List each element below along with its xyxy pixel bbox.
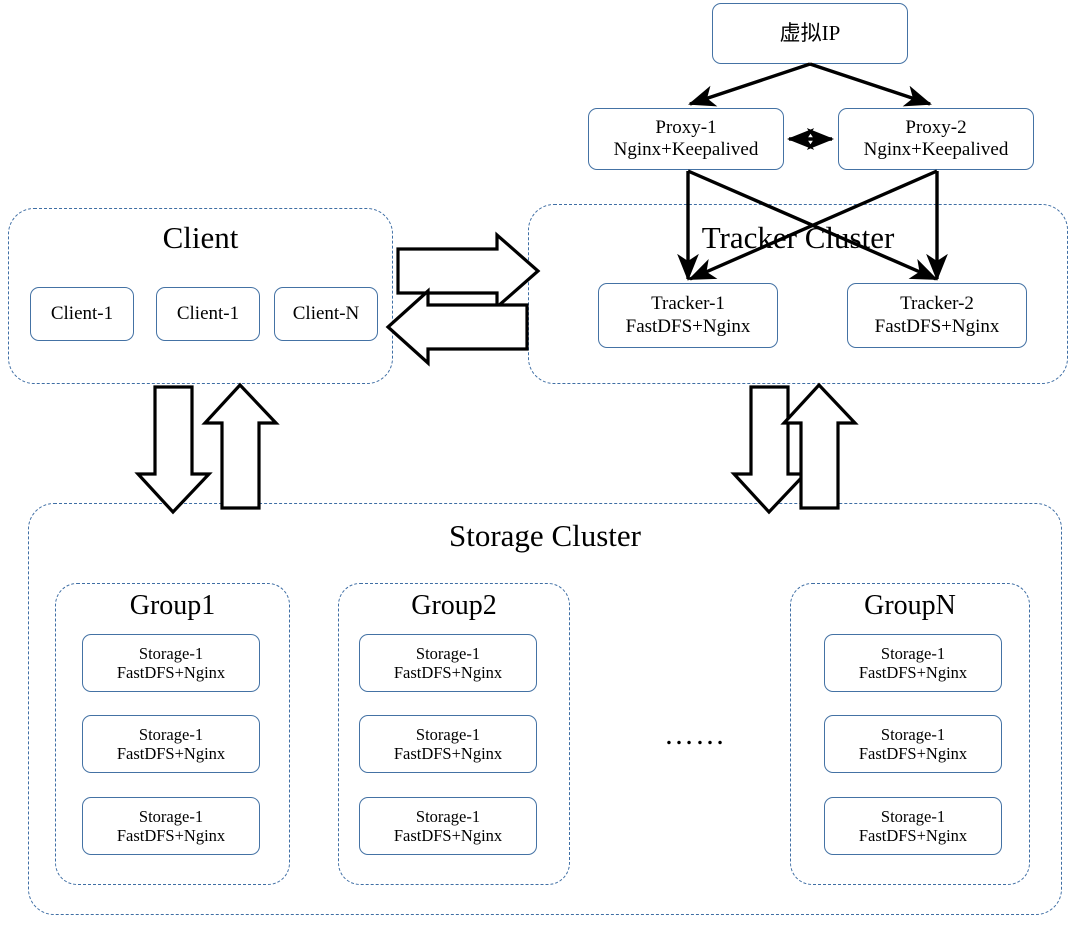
arrow-vip-to-proxy2 <box>809 62 932 107</box>
node-storage-g1-2[interactable]: Storage-1 FastDFS+Nginx <box>82 715 260 773</box>
node-client-2[interactable]: Client-1 <box>156 287 260 341</box>
node-storage-gn-2-line2: FastDFS+Nginx <box>858 744 968 763</box>
node-storage-g1-2-line2: FastDFS+Nginx <box>116 744 226 763</box>
node-storage-g1-3-line2: FastDFS+Nginx <box>116 826 226 845</box>
node-storage-g1-1[interactable]: Storage-1 FastDFS+Nginx <box>82 634 260 692</box>
node-client-n[interactable]: Client-N <box>274 287 378 341</box>
node-storage-gn-2-line1: Storage-1 <box>880 724 946 744</box>
node-storage-g1-1-line1: Storage-1 <box>138 643 204 663</box>
node-client-2-label: Client-1 <box>176 302 240 324</box>
node-storage-g1-1-line2: FastDFS+Nginx <box>116 663 226 682</box>
node-storage-g1-3[interactable]: Storage-1 FastDFS+Nginx <box>82 797 260 855</box>
node-storage-g2-1-line1: Storage-1 <box>415 643 481 663</box>
node-storage-g1-3-line1: Storage-1 <box>138 806 204 826</box>
node-storage-g2-3-line2: FastDFS+Nginx <box>393 826 503 845</box>
node-tracker-1-line1: Tracker-1 <box>651 293 725 315</box>
groups-ellipsis: …… <box>664 718 726 751</box>
cluster-storage[interactable] <box>28 503 1062 915</box>
node-proxy-2-line1: Proxy-2 <box>905 116 967 138</box>
group-1-title: Group1 <box>129 590 216 621</box>
cluster-client-title: Client <box>162 220 239 255</box>
node-storage-gn-3-line1: Storage-1 <box>880 806 946 826</box>
node-storage-g2-2[interactable]: Storage-1 FastDFS+Nginx <box>359 715 537 773</box>
node-tracker-2[interactable]: Tracker-2 FastDFS+Nginx <box>847 283 1027 348</box>
node-tracker-1[interactable]: Tracker-1 FastDFS+Nginx <box>598 283 778 348</box>
node-tracker-2-line2: FastDFS+Nginx <box>874 315 1000 337</box>
group-box-n[interactable] <box>790 583 1030 885</box>
node-storage-gn-3[interactable]: Storage-1 FastDFS+Nginx <box>824 797 1002 855</box>
node-storage-g2-1[interactable]: Storage-1 FastDFS+Nginx <box>359 634 537 692</box>
node-client-n-label: Client-N <box>292 302 360 324</box>
node-tracker-2-line1: Tracker-2 <box>900 293 974 315</box>
node-proxy-1-line2: Nginx+Keepalived <box>613 139 759 160</box>
node-virtual-ip-label: 虚拟IP <box>779 21 841 46</box>
node-client-1[interactable]: Client-1 <box>30 287 134 341</box>
node-proxy-1[interactable]: Proxy-1 Nginx+Keepalived <box>588 108 784 170</box>
node-storage-g2-3-line1: Storage-1 <box>415 806 481 826</box>
block-arrow-storage-to-client <box>201 382 280 510</box>
block-arrow-tracker-to-storage <box>730 385 809 515</box>
node-storage-g2-2-line1: Storage-1 <box>415 724 481 744</box>
node-proxy-2-line2: Nginx+Keepalived <box>863 139 1009 160</box>
cluster-storage-title: Storage Cluster <box>449 518 641 553</box>
cluster-tracker-title: Tracker Cluster <box>701 220 895 255</box>
block-arrow-client-to-tracker <box>396 231 541 311</box>
node-storage-gn-3-line2: FastDFS+Nginx <box>858 826 968 845</box>
node-storage-gn-1[interactable]: Storage-1 FastDFS+Nginx <box>824 634 1002 692</box>
arrow-vip-to-proxy1 <box>688 62 811 107</box>
node-virtual-ip[interactable]: 虚拟IP <box>712 3 908 64</box>
node-proxy-1-line1: Proxy-1 <box>655 116 717 138</box>
node-storage-g1-2-line1: Storage-1 <box>138 724 204 744</box>
node-storage-g2-2-line2: FastDFS+Nginx <box>393 744 503 763</box>
node-storage-gn-1-line2: FastDFS+Nginx <box>858 663 968 682</box>
node-proxy-2[interactable]: Proxy-2 Nginx+Keepalived <box>838 108 1034 170</box>
node-storage-g2-1-line2: FastDFS+Nginx <box>393 663 503 682</box>
node-storage-g2-3[interactable]: Storage-1 FastDFS+Nginx <box>359 797 537 855</box>
node-client-1-label: Client-1 <box>50 302 114 324</box>
block-arrow-client-to-storage <box>134 385 213 515</box>
block-arrow-tracker-to-client <box>385 287 529 367</box>
node-storage-gn-1-line1: Storage-1 <box>880 643 946 663</box>
group-box-2[interactable] <box>338 583 570 885</box>
group-n-title: GroupN <box>864 590 956 621</box>
node-tracker-1-line2: FastDFS+Nginx <box>625 315 751 337</box>
group-box-1[interactable] <box>55 583 290 885</box>
node-storage-gn-2[interactable]: Storage-1 FastDFS+Nginx <box>824 715 1002 773</box>
block-arrow-storage-to-tracker <box>780 382 859 510</box>
group-2-title: Group2 <box>411 590 497 621</box>
